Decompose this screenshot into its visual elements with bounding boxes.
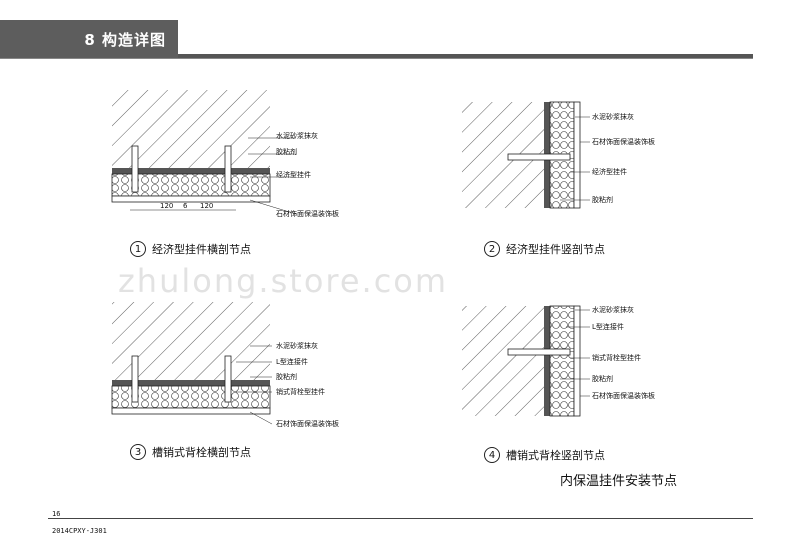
figure-4-label-4: 胶粘剂: [592, 374, 613, 383]
figure-4-caption-text: 槽销式背栓竖剖节点: [506, 449, 605, 462]
figure-1-caption-text: 经济型挂件横剖节点: [152, 243, 251, 256]
anchor-right: [224, 145, 232, 193]
figure-1-drawing: 120 6 120 水泥砂浆抹灰 胶粘剂 经济型挂件 石材饰面保温装饰板: [111, 90, 339, 218]
anchor-right: [224, 355, 232, 403]
figure-1-dim-1: 120: [160, 202, 173, 210]
figure-1-label-3: 经济型挂件: [276, 170, 311, 179]
header-thin-rule: [0, 58, 753, 59]
figure-3-number: 3: [130, 444, 146, 460]
watermark: zhulong.store.com: [118, 262, 449, 300]
stone-panel: [573, 305, 581, 417]
anchor-left: [131, 355, 139, 403]
anchor-left: [131, 145, 139, 193]
figure-4-label-1: 水泥砂浆抹灰: [592, 305, 634, 314]
figure-1-dim-3: 120: [200, 202, 213, 210]
concrete-wall: [462, 306, 544, 416]
figure-2-label-3: 经济型挂件: [592, 167, 627, 176]
figure-2-label-1: 水泥砂浆抹灰: [592, 112, 634, 121]
section-title: 8 构造详图: [84, 30, 166, 49]
main-title: 内保温挂件安装节点: [560, 474, 678, 489]
figure-3-label-1: 水泥砂浆抹灰: [276, 341, 318, 350]
figure-3-label-4: 销式背栓型挂件: [276, 387, 325, 396]
figure-4-label-3: 销式背栓型挂件: [592, 353, 641, 362]
figure-3-label-3: 胶粘剂: [276, 372, 297, 381]
stone-panel: [111, 407, 271, 415]
figure-3-label-2: L型连接件: [276, 357, 308, 366]
figure-3-label-5: 石材饰面保温装饰板: [276, 419, 339, 428]
mortar-layer: [544, 306, 550, 416]
figure-2-drawing: 水泥砂浆抹灰 石材饰面保温装饰板 经济型挂件 胶粘剂: [462, 101, 655, 209]
figure-2-caption-text: 经济型挂件竖剖节点: [506, 243, 605, 256]
figure-1-label-2: 胶粘剂: [276, 147, 297, 156]
figure-3-drawing: 水泥砂浆抹灰 L型连接件 胶粘剂 销式背栓型挂件 石材饰面保温装饰板: [111, 302, 339, 428]
figure-2-caption: 2 经济型挂件竖剖节点: [484, 241, 605, 257]
figure-3-caption: 3 槽销式背栓横剖节点: [130, 444, 251, 460]
stone-panel: [111, 195, 271, 203]
footer-rule: [48, 518, 753, 519]
doc-code: 2014CPXY-J301: [52, 527, 107, 535]
anchor: [507, 348, 571, 356]
insulation-layer: [549, 305, 575, 417]
figure-3-caption-text: 槽销式背栓横剖节点: [152, 446, 251, 459]
page-number: 16: [52, 510, 61, 518]
figure-4-label-2: L型连接件: [592, 322, 624, 331]
figure-4-label-5: 石材饰面保温装饰板: [592, 391, 655, 400]
mortar-layer: [112, 168, 270, 174]
figure-1-caption: 1 经济型挂件横剖节点: [130, 241, 251, 257]
figure-2-number: 2: [484, 241, 500, 257]
figure-2-label-2: 石材饰面保温装饰板: [592, 137, 655, 146]
section-header: 8 构造详图: [0, 20, 178, 58]
anchor: [507, 153, 571, 161]
figure-1-number: 1: [130, 241, 146, 257]
stone-panel: [573, 101, 581, 209]
figure-1-dim-2: 6: [183, 202, 188, 210]
figure-4-caption: 4 槽销式背栓竖剖节点: [484, 447, 605, 463]
figure-2-label-4: 胶粘剂: [592, 195, 613, 204]
figure-4-number: 4: [484, 447, 500, 463]
figure-4-drawing: 水泥砂浆抹灰 L型连接件 销式背栓型挂件 胶粘剂 石材饰面保温装饰板: [462, 305, 655, 417]
mortar-layer: [112, 380, 270, 386]
header-rule: [178, 54, 753, 58]
figure-1-label-1: 水泥砂浆抹灰: [276, 131, 318, 140]
figure-1-label-4: 石材饰面保温装饰板: [276, 209, 339, 218]
